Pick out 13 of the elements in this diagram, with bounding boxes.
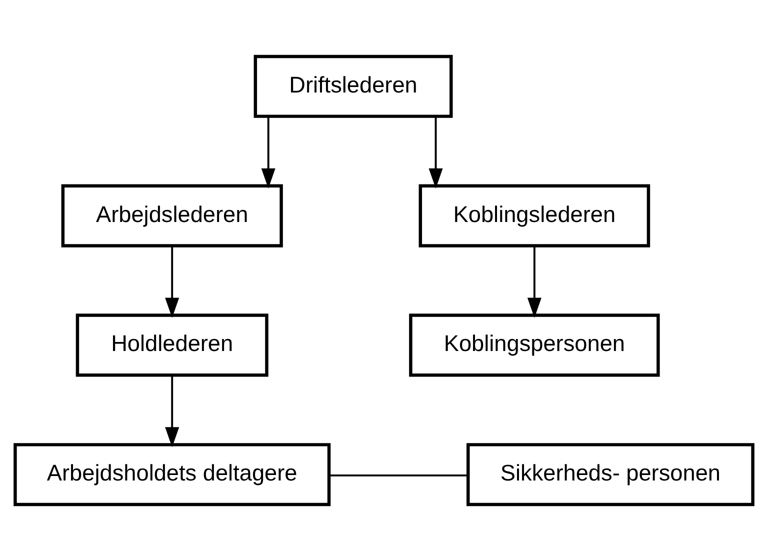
node-box: Sikkerheds- personen [466, 442, 754, 506]
node-box: Koblingslederen [418, 184, 650, 247]
arrow [261, 116, 276, 188]
node-box: Holdlederen [76, 313, 268, 376]
arrow [527, 245, 542, 318]
node-box: Driftslederen [254, 54, 453, 118]
arrow [165, 374, 180, 447]
node-box: Arbejdslederen [61, 184, 283, 247]
node-box: Arbejdsholdets deltagere [14, 442, 331, 506]
connector [329, 474, 468, 476]
node-box: Koblingspersonen [409, 313, 660, 376]
arrow [428, 116, 443, 188]
arrow [165, 245, 180, 318]
